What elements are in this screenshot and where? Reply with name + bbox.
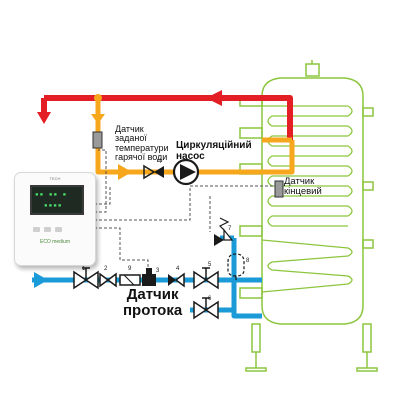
- number-label-4: 4: [176, 266, 180, 272]
- controller-brand: TECH: [49, 176, 61, 181]
- flow-sensor-3: [142, 268, 156, 286]
- check-valve-4-cold: [168, 272, 185, 288]
- filter-9: [119, 274, 141, 286]
- number-label-2: 2: [104, 266, 108, 272]
- label-end-sensor: Датчик кінцевий: [284, 176, 322, 197]
- circulation-pump: [172, 158, 200, 186]
- component-numbers: 1 2 9 3 4 5 6 7 8: [82, 226, 250, 302]
- ball-valve-6: [193, 297, 219, 320]
- ball-valve-5: [193, 267, 219, 290]
- flow-arrow-right: [118, 164, 132, 180]
- expansion-vessel-8: [227, 253, 245, 280]
- signal-lines: [94, 149, 275, 272]
- heat-exchanger-coil: [261, 105, 353, 293]
- number-label-7: 7: [228, 226, 232, 232]
- cold-inlet-arrow: [34, 272, 48, 288]
- label-setpoint-sensor: Датчик заданої температури гарячої води: [115, 124, 169, 163]
- number-label-5: 5: [208, 262, 212, 268]
- label-flow-sensor: Датчик протока: [123, 286, 183, 319]
- storage-tank: [239, 60, 378, 372]
- temperature-sensor-end: [274, 180, 284, 198]
- ball-valve-1: [73, 267, 99, 290]
- flow-arrow-left: [206, 90, 222, 106]
- controller-unit: TECH ▪▪ ▪▪ ▪ ▪▪▪▪ ECO medium: [14, 172, 96, 266]
- controller-buttons: [33, 219, 77, 232]
- number-label-4-hot: 4: [158, 159, 162, 165]
- display-line-1: ▪▪ ▪▪ ▪: [35, 191, 68, 198]
- label-circulation-pump: Циркуляційний насос: [176, 140, 252, 162]
- check-valve-2: [99, 272, 117, 288]
- display-line-2: ▪▪▪▪: [44, 202, 63, 209]
- controller-logo: ECO medium: [39, 239, 70, 245]
- temperature-sensor-setpoint: [92, 131, 103, 149]
- number-label-1: 1: [82, 266, 86, 272]
- flow-arrow-down: [37, 112, 51, 124]
- number-label-8: 8: [246, 258, 250, 264]
- flow-arrow-orange-down: [91, 114, 105, 124]
- check-valve-4-hot: [143, 164, 164, 180]
- safety-valve-7: [214, 217, 234, 246]
- number-label-3: 3: [156, 268, 160, 274]
- hot-supply-pipe: [41, 95, 293, 140]
- controller-display: ▪▪ ▪▪ ▪ ▪▪▪▪: [30, 185, 84, 215]
- number-label-9: 9: [128, 266, 132, 272]
- number-label-6: 6: [208, 296, 212, 302]
- tee-junction: [94, 94, 102, 102]
